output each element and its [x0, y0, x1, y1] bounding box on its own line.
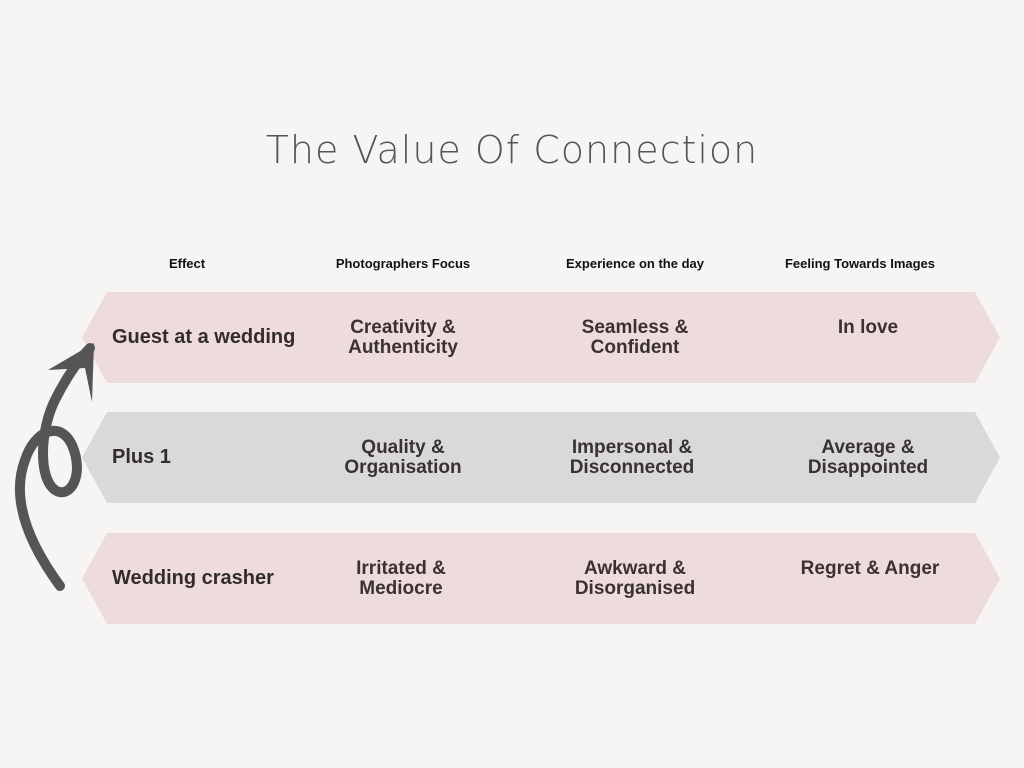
- experience-cell: Impersonal &Disconnected: [522, 438, 742, 478]
- experience-cell: Seamless &Confident: [525, 318, 745, 358]
- text-line: Seamless &: [581, 317, 689, 338]
- text-line: In love: [837, 317, 899, 338]
- loop-arrow-icon: [14, 343, 95, 591]
- text-line: Organisation: [344, 457, 462, 478]
- text-line: Regret & Anger: [800, 558, 940, 579]
- row-plus-1: Plus 1 Quality &Organisation Impersonal …: [82, 412, 1000, 503]
- text-line: Disconnected: [569, 457, 695, 478]
- text-line: Authenticity: [348, 337, 458, 358]
- text-line: Disorganised: [574, 578, 696, 599]
- focus-cell: Irritated &Mediocre: [291, 559, 511, 599]
- focus-cell: Quality &Organisation: [293, 438, 513, 478]
- header-feeling: Feeling Towards Images: [784, 256, 936, 271]
- feeling-cell: In love: [758, 318, 978, 338]
- page-title: The Value Of Connection: [265, 128, 759, 172]
- header-experience: Experience on the day: [566, 256, 704, 271]
- text-line: Impersonal &: [571, 437, 693, 458]
- text-line: Awkward &: [583, 558, 687, 579]
- row-label: Wedding crasher: [112, 567, 274, 589]
- text-line: Mediocre: [359, 578, 443, 599]
- text-line: Creativity &: [350, 317, 456, 338]
- text-line: Disappointed: [807, 457, 929, 478]
- text-line: Quality &: [361, 437, 445, 458]
- text-line: Irritated &: [356, 558, 446, 579]
- row-label: Guest at a wedding: [112, 326, 296, 348]
- feeling-cell: Regret & Anger: [760, 559, 980, 579]
- header-photographers-focus: Photographers Focus: [335, 256, 471, 271]
- row-guest-at-wedding: Guest at a wedding Creativity &Authentic…: [82, 292, 1000, 383]
- row-label: Plus 1: [112, 446, 171, 468]
- text-line: Confident: [590, 337, 680, 358]
- text-line: Average &: [821, 437, 915, 458]
- feeling-cell: Average &Disappointed: [758, 438, 978, 478]
- experience-cell: Awkward &Disorganised: [525, 559, 745, 599]
- focus-cell: Creativity &Authenticity: [293, 318, 513, 358]
- header-effect: Effect: [168, 256, 206, 271]
- row-wedding-crasher: Wedding crasher Irritated &Mediocre Awkw…: [82, 533, 1000, 624]
